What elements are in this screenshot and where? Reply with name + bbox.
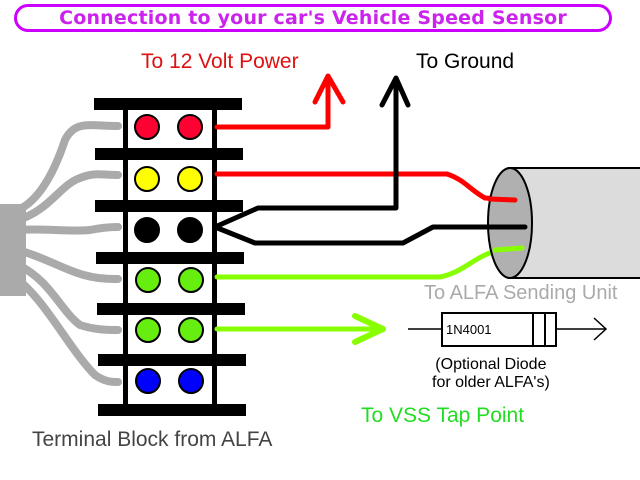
harness-wire-6 (14, 276, 122, 386)
block-bar (95, 148, 243, 160)
sending-unit-label: To ALFA Sending Unit (424, 282, 618, 304)
block-bar (98, 404, 246, 416)
block-bar (95, 200, 243, 212)
power-arrow (312, 73, 346, 105)
terminal-screws (134, 114, 204, 394)
vss-arrow (352, 313, 386, 345)
terminal-screw-black (134, 217, 160, 243)
diode-note: (Optional Diode for older ALFA's) (432, 356, 550, 392)
terminal-screw-green (178, 317, 204, 343)
terminal-screw-yellow (177, 166, 203, 192)
diode-note-line2: for older ALFA's) (432, 374, 550, 391)
diode-symbol (408, 312, 608, 347)
harness (14, 121, 122, 386)
title-banner: Connection to your car's Vehicle Speed S… (14, 4, 612, 32)
sending-unit-cable (487, 167, 640, 279)
terminal-screw-blue (135, 368, 161, 394)
harness-wire-2 (14, 170, 122, 224)
harness-bundle (0, 204, 26, 296)
harness-wire-4 (14, 246, 122, 284)
terminal-screw-red (177, 114, 203, 140)
terminal-screw-green (135, 317, 161, 343)
ground-arrow (379, 75, 411, 108)
sending-black-wire (212, 224, 528, 246)
sending-green-wire (214, 245, 525, 280)
terminal-block-label: Terminal Block from ALFA (32, 428, 273, 451)
ground-label: To Ground (416, 50, 515, 73)
harness-wire-1 (14, 121, 122, 214)
harness-wire-5 (14, 261, 122, 334)
ground-wire (212, 79, 399, 230)
power-wire (214, 77, 331, 130)
terminal-screw-red (134, 114, 160, 140)
diode-note-line1: (Optional Diode (435, 356, 547, 373)
diode-part-label: 1N4001 (446, 322, 492, 337)
sending-red-wire (214, 171, 518, 203)
diode-arrow-icon (593, 317, 608, 341)
terminal-screw-black (177, 217, 203, 243)
vss-label: To VSS Tap Point (361, 404, 525, 427)
power-label: To 12 Volt Power (141, 50, 299, 73)
terminal-block (94, 98, 246, 416)
harness-wire-3 (14, 223, 122, 235)
block-bar (97, 303, 245, 315)
terminal-screw-yellow (134, 166, 160, 192)
block-bar (96, 252, 244, 264)
terminal-screw-green (135, 267, 161, 293)
page-title: Connection to your car's Vehicle Speed S… (59, 7, 567, 29)
block-bar (98, 354, 246, 366)
block-bar (94, 98, 242, 110)
terminal-screw-green (178, 267, 204, 293)
terminal-screw-blue (178, 368, 204, 394)
